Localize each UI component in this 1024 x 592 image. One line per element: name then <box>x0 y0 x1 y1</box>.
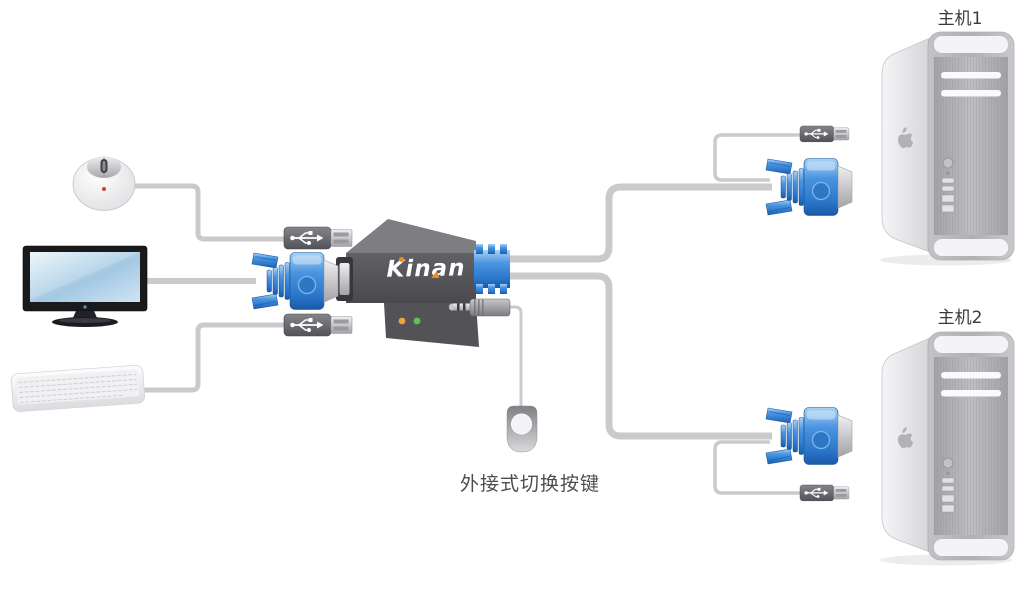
cable-switch-button <box>505 305 523 410</box>
usb-connector-icon-host2 <box>799 484 850 502</box>
computer-tower-icon-host2 <box>879 331 1015 566</box>
brand-logo-accent-triangle <box>431 271 441 278</box>
cable-host2-usb <box>713 440 806 495</box>
audio-jack-icon <box>448 298 511 317</box>
host2-label: 主机2 <box>937 308 983 328</box>
usb-connector-icon-keyboard <box>283 313 353 337</box>
led-green <box>413 317 421 325</box>
vga-connector-icon-host2 <box>765 406 853 466</box>
brand-logo: Kinan <box>386 255 466 283</box>
vga-connector-icon-host1 <box>765 157 853 217</box>
led-orange <box>398 317 406 325</box>
kvm-switch-icon <box>336 219 510 347</box>
mouse-icon <box>72 156 136 211</box>
cable-host1-usb <box>713 133 806 182</box>
host1-label: 主机1 <box>937 9 983 29</box>
external-button-label: 外接式切换按键 <box>459 473 600 495</box>
vga-connector-icon-console <box>251 251 339 311</box>
usb-connector-icon-host1 <box>799 125 850 143</box>
usb-connector-icon-mouse <box>283 226 353 250</box>
cable-kvm-to-host1 <box>505 183 772 263</box>
cable-lines <box>128 133 806 495</box>
monitor-icon <box>22 245 148 327</box>
brand-logo-accent-dot <box>399 257 404 262</box>
cable-mouse <box>128 183 288 242</box>
cable-kvm-to-host2 <box>505 272 772 440</box>
cable-keyboard <box>136 322 288 393</box>
computer-tower-icon-host1 <box>879 31 1015 266</box>
keyboard-icon <box>10 364 146 412</box>
external-switch-button-icon <box>506 405 538 453</box>
kvm-output-connector <box>474 244 510 294</box>
